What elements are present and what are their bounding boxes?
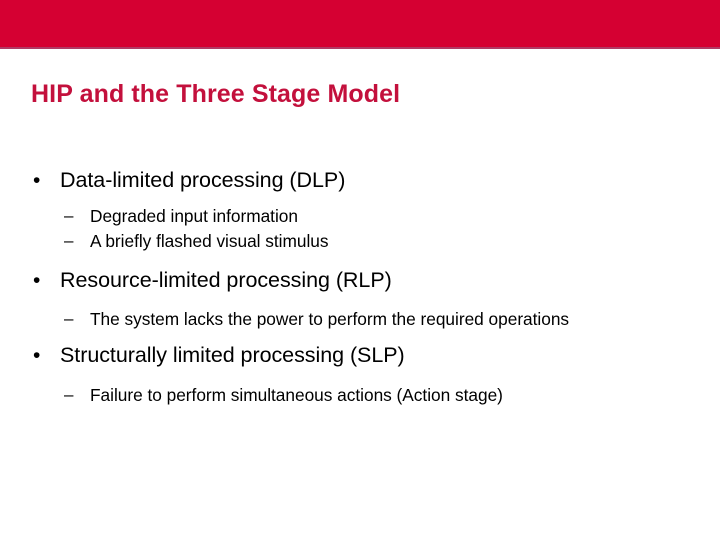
sub-bullet-item-system-lacks-power: – The system lacks the power to perform … (0, 307, 720, 332)
sub-bullet-marker-icon: – (64, 206, 74, 225)
bullet-item-slp: • Structurally limited processing (SLP) (0, 341, 720, 372)
bullet-text: Data-limited processing (DLP) (60, 168, 346, 192)
spacer (0, 197, 720, 204)
sub-bullet-marker-icon: – (64, 231, 74, 250)
bullet-text: Resource-limited processing (RLP) (60, 268, 392, 292)
bullet-text: Structurally limited processing (SLP) (60, 343, 405, 367)
sub-bullet-text: Degraded input information (90, 206, 298, 226)
bullet-group-1: • Data-limited processing (DLP) – Degrad… (0, 166, 720, 254)
sub-bullet-text: Failure to perform simultaneous actions … (90, 385, 503, 405)
sub-bullet-item-simultaneous-actions: – Failure to perform simultaneous action… (0, 383, 720, 408)
bullet-marker-icon: • (33, 344, 41, 367)
sub-bullet-text: The system lacks the power to perform th… (90, 309, 570, 329)
sub-bullet-item-flashed-stimulus: – A briefly flashed visual stimulus (0, 229, 720, 254)
slide-header-banner-underline (0, 47, 720, 49)
sub-bullet-marker-icon: – (64, 309, 74, 328)
sub-bullet-text: A briefly flashed visual stimulus (90, 231, 329, 251)
spacer (0, 254, 720, 266)
slide-header-banner (0, 0, 720, 47)
bullet-group-3: • Structurally limited processing (SLP) … (0, 341, 720, 408)
spacer (0, 332, 720, 341)
spacer (0, 297, 720, 307)
sub-bullet-item-degraded-input: – Degraded input information (0, 204, 720, 229)
sub-bullet-marker-icon: – (64, 385, 74, 404)
bullet-marker-icon: • (33, 269, 41, 292)
bullet-marker-icon: • (33, 169, 41, 192)
slide-body: • Data-limited processing (DLP) – Degrad… (0, 166, 720, 408)
slide-title: HIP and the Three Stage Model (31, 80, 401, 108)
bullet-item-dlp: • Data-limited processing (DLP) (0, 166, 720, 197)
bullet-group-2: • Resource-limited processing (RLP) – Th… (0, 266, 720, 332)
spacer (0, 372, 720, 383)
bullet-item-rlp: • Resource-limited processing (RLP) (0, 266, 720, 297)
